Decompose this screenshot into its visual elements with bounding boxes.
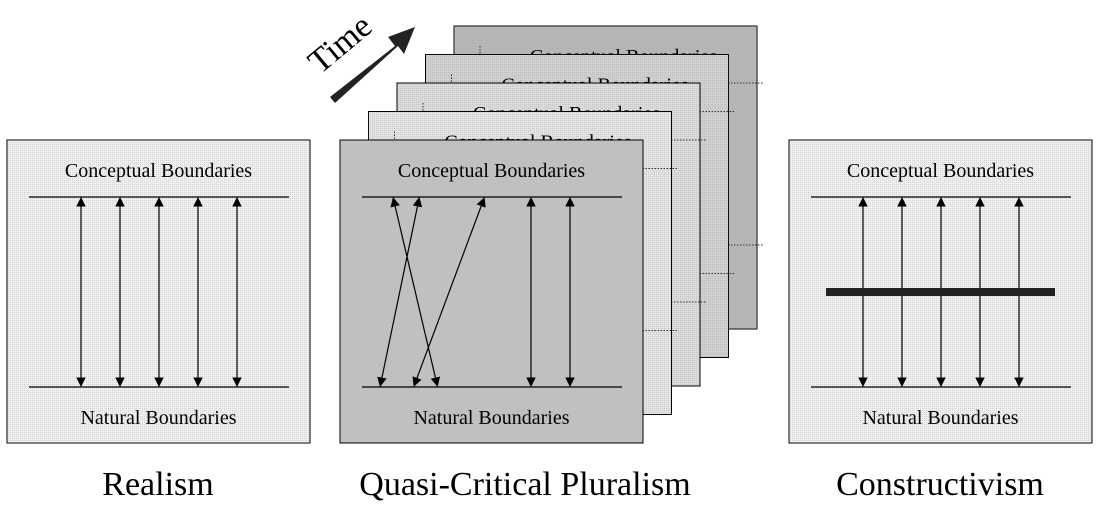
panel-caption: Constructivism [836,466,1044,503]
conceptual-boundaries-label: Conceptual Boundaries [398,160,585,182]
time-arrow-icon [330,27,415,103]
construct-barrier [826,288,1055,296]
conceptual-boundaries-label: Conceptual Boundaries [65,160,252,182]
natural-boundaries-label: Natural Boundaries [413,407,569,429]
correspondence-arrow [412,197,486,387]
conceptual-boundaries-label: Conceptual Boundaries [847,160,1034,182]
natural-boundaries-label: Natural Boundaries [862,407,1018,429]
panel-frame [339,139,644,444]
panel-caption: Quasi-Critical Pluralism [359,466,690,503]
natural-boundaries-label: Natural Boundaries [80,407,236,429]
panel-caption: Realism [102,466,213,503]
